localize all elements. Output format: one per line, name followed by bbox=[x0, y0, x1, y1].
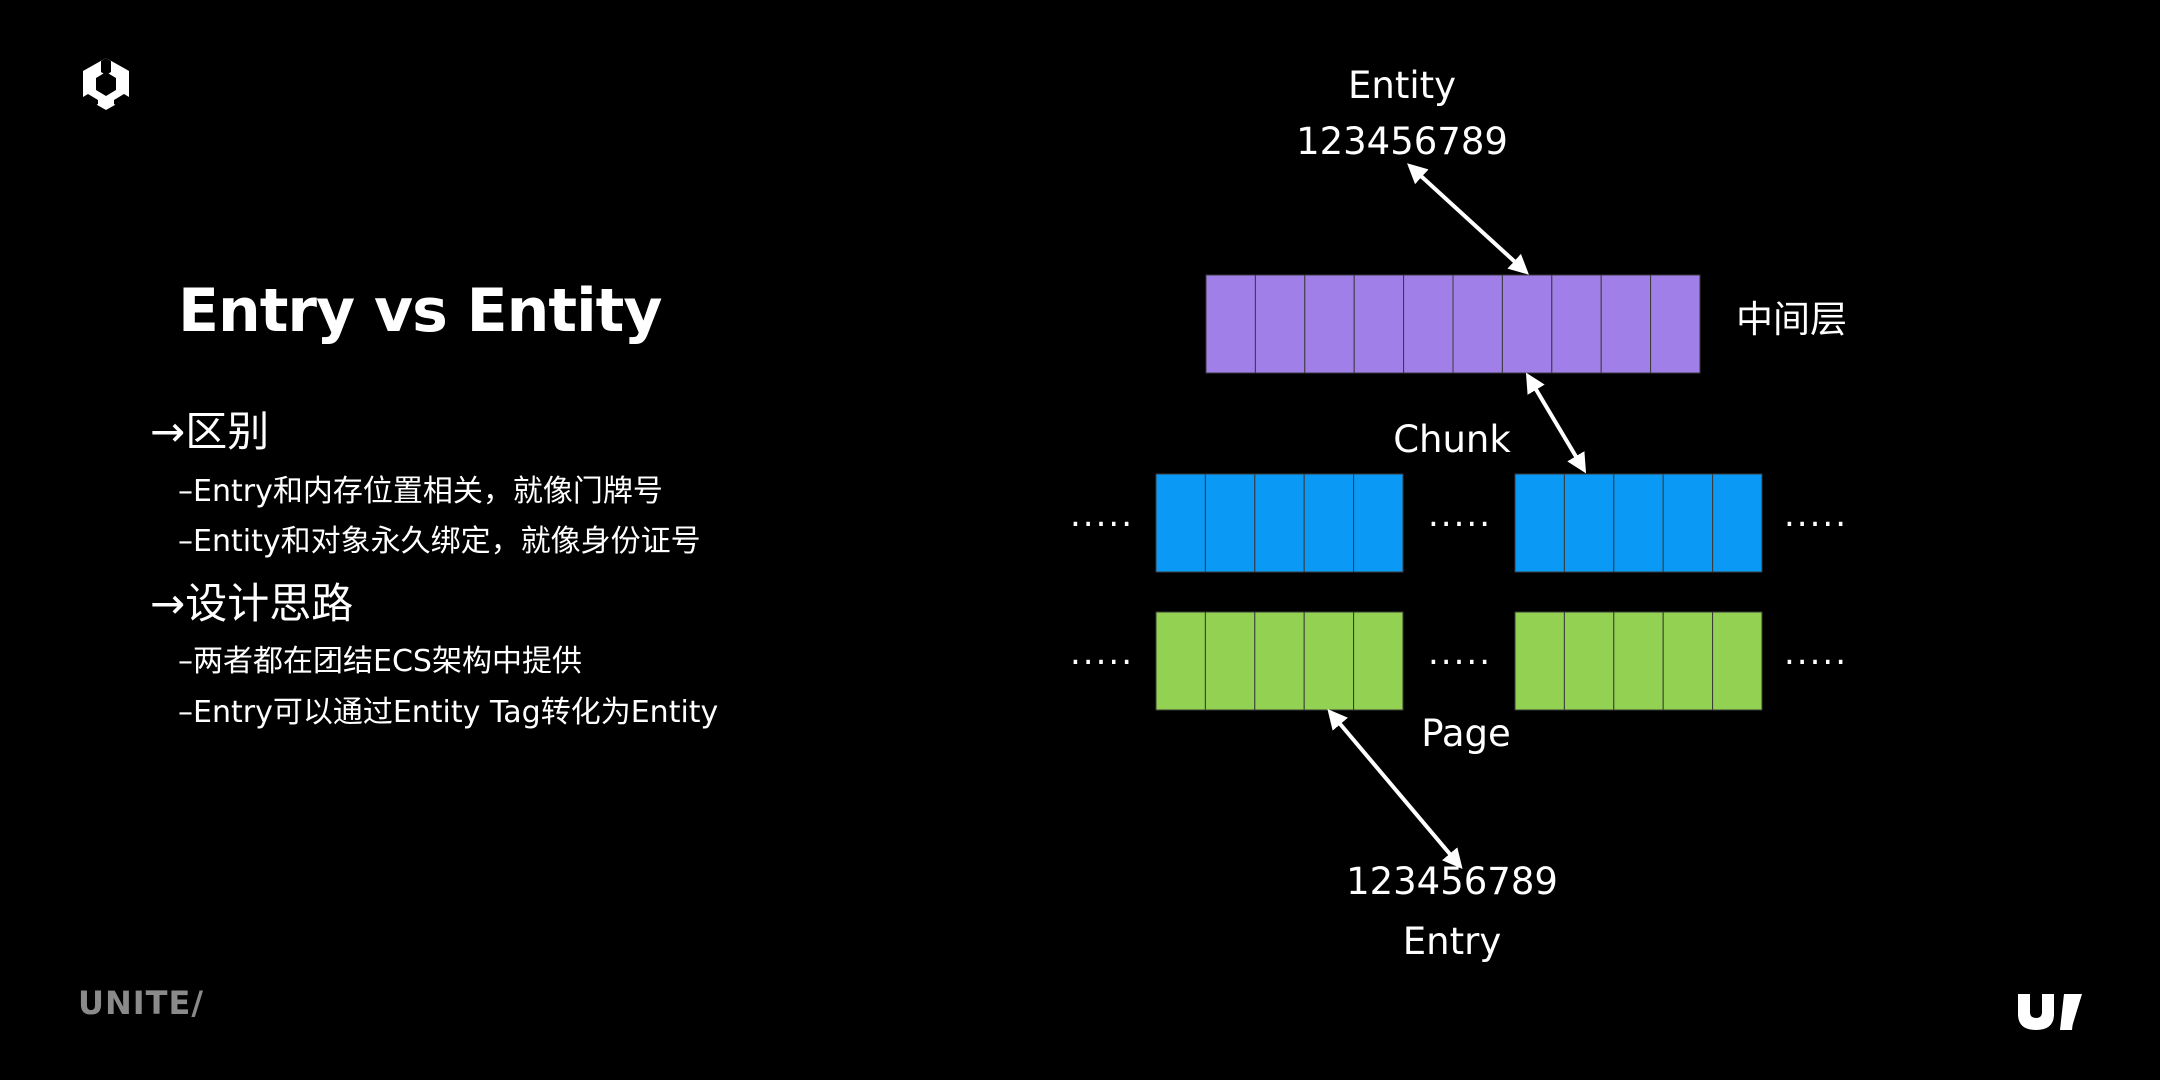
middle-layer-block-cell bbox=[1254, 274, 1306, 374]
middle-layer-block-cell bbox=[1452, 274, 1503, 374]
entity-id: 123456789 bbox=[1296, 120, 1508, 163]
chunk-block-right-cell bbox=[1514, 473, 1565, 573]
middle-layer-block-cell bbox=[1501, 274, 1553, 374]
arrow-right-icon: → bbox=[150, 579, 186, 628]
page-block-right-cell bbox=[1613, 611, 1664, 711]
ellipsis-chunk-right: ..... bbox=[1783, 495, 1849, 535]
page-label: Page bbox=[1421, 712, 1511, 755]
ellipsis-page-left: ..... bbox=[1069, 633, 1135, 673]
ellipsis-chunk-middle: ..... bbox=[1427, 495, 1493, 535]
section-heading-text: 区别 bbox=[185, 407, 270, 456]
page-block-left-cell bbox=[1353, 611, 1404, 711]
page-block-right-cell bbox=[1662, 611, 1714, 711]
chunk-block-right-cell bbox=[1563, 473, 1615, 573]
page-block-right-cell bbox=[1712, 611, 1763, 711]
middle-layer-block-cell bbox=[1650, 274, 1701, 374]
middle-layer-block bbox=[1205, 274, 1701, 374]
middle-layer-block-cell bbox=[1551, 274, 1602, 374]
bullet-ecs-provided: –两者都在团结ECS架构中提供 bbox=[178, 644, 582, 679]
page-block-left bbox=[1155, 611, 1404, 711]
chunk-block-left-cell bbox=[1155, 473, 1206, 573]
page-block-left-cell bbox=[1155, 611, 1206, 711]
bullet-entity-binding: –Entity和对象永久绑定，就像身份证号 bbox=[178, 524, 701, 559]
page-block-right bbox=[1514, 611, 1763, 711]
page-block-left-cell bbox=[1254, 611, 1305, 711]
arrow-right-icon: → bbox=[150, 407, 186, 456]
chunk-block-right-cell bbox=[1712, 473, 1763, 573]
middle-layer-label: 中间层 bbox=[1736, 298, 1847, 341]
middle-layer-block-cell bbox=[1600, 274, 1652, 374]
page-block-right-cell bbox=[1514, 611, 1565, 711]
section-heading-design: →设计思路 bbox=[150, 578, 353, 630]
middle-layer-block-cell bbox=[1205, 274, 1256, 374]
arrow-entity-to-middle-layer bbox=[1407, 163, 1529, 275]
section-heading-text: 设计思路 bbox=[185, 579, 354, 628]
ellipsis-page-right: ..... bbox=[1783, 633, 1849, 673]
ellipsis-chunk-left: ..... bbox=[1069, 495, 1135, 535]
middle-layer-block-cell bbox=[1304, 274, 1355, 374]
entity-label: Entity bbox=[1347, 64, 1457, 107]
bullet-entity-tag: –Entry可以通过Entity Tag转化为Entity bbox=[178, 695, 719, 730]
middle-layer-block-cell bbox=[1353, 274, 1405, 374]
page-block-right-cell bbox=[1563, 611, 1615, 711]
middle-layer-block-cell bbox=[1403, 274, 1454, 374]
slide-title: Entry vs Entity bbox=[178, 276, 662, 346]
page-block-left-cell bbox=[1303, 611, 1355, 711]
unite-wordmark: UNITE/ bbox=[78, 984, 205, 1022]
chunk-block-left-cell bbox=[1303, 473, 1355, 573]
chunk-block-right-cell bbox=[1662, 473, 1714, 573]
chunk-block-left-cell bbox=[1254, 473, 1305, 573]
chunk-block-right bbox=[1514, 473, 1763, 573]
bullet-entry-memory: –Entry和内存位置相关，就像门牌号 bbox=[178, 474, 663, 509]
chunk-block-right-cell bbox=[1613, 473, 1664, 573]
page-block-left-cell bbox=[1204, 611, 1256, 711]
chunk-block-left bbox=[1155, 473, 1404, 573]
chunk-block-left-cell bbox=[1204, 473, 1256, 573]
section-heading-difference: →区别 bbox=[150, 406, 269, 458]
entry-label: Entry bbox=[1402, 920, 1502, 963]
chunk-block-left-cell bbox=[1353, 473, 1404, 573]
entry-id: 123456789 bbox=[1346, 860, 1558, 903]
chunk-label: Chunk bbox=[1393, 418, 1511, 461]
ellipsis-page-middle: ..... bbox=[1427, 633, 1493, 673]
arrow-middle-layer-to-chunk bbox=[1525, 372, 1587, 474]
